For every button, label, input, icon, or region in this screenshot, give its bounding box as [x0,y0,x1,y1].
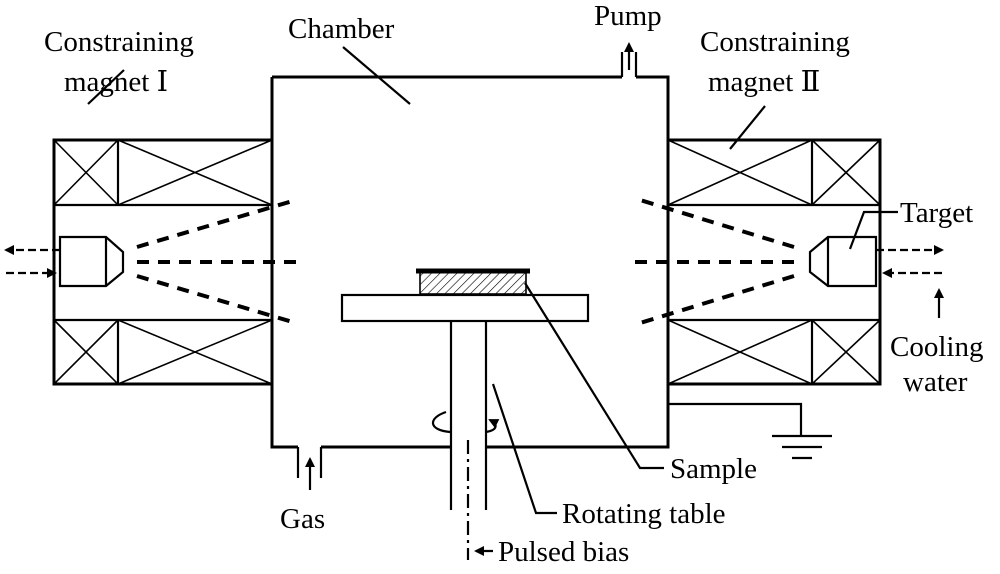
label-magnet-left-line2: magnet Ⅰ [64,66,168,98]
cooling-arrows-right [876,245,944,318]
label-sample: Sample [670,453,757,485]
label-cooling-line1: Cooling [890,331,983,363]
target-left [58,235,125,288]
constraining-magnet-right [666,138,882,386]
plasma-plume-left [136,198,304,325]
label-pulsed-bias: Pulsed bias [498,536,629,568]
plasma-plume-right [626,198,795,325]
label-chamber: Chamber [288,13,395,45]
cooling-arrows-left [4,245,60,278]
label-magnet-left-line1: Constraining [44,26,194,58]
label-magnet-right-line2: magnet Ⅱ [708,66,820,98]
label-gas: Gas [280,503,325,535]
chamber-body [270,75,670,449]
target-right [808,235,878,288]
pump-port [620,42,638,77]
leader-lines [87,46,898,556]
label-pump: Pump [594,0,662,32]
label-target: Target [900,197,973,229]
sample [416,268,530,295]
constraining-magnet-left [52,138,274,386]
label-magnet-right-line1: Constraining [700,26,850,58]
rotation-arrow [431,410,500,434]
ground-symbol [668,402,832,460]
rotating-table [340,293,590,560]
gas-inlet [296,447,323,490]
label-rotating-table: Rotating table [562,498,726,530]
label-cooling-line2: water [903,366,968,398]
